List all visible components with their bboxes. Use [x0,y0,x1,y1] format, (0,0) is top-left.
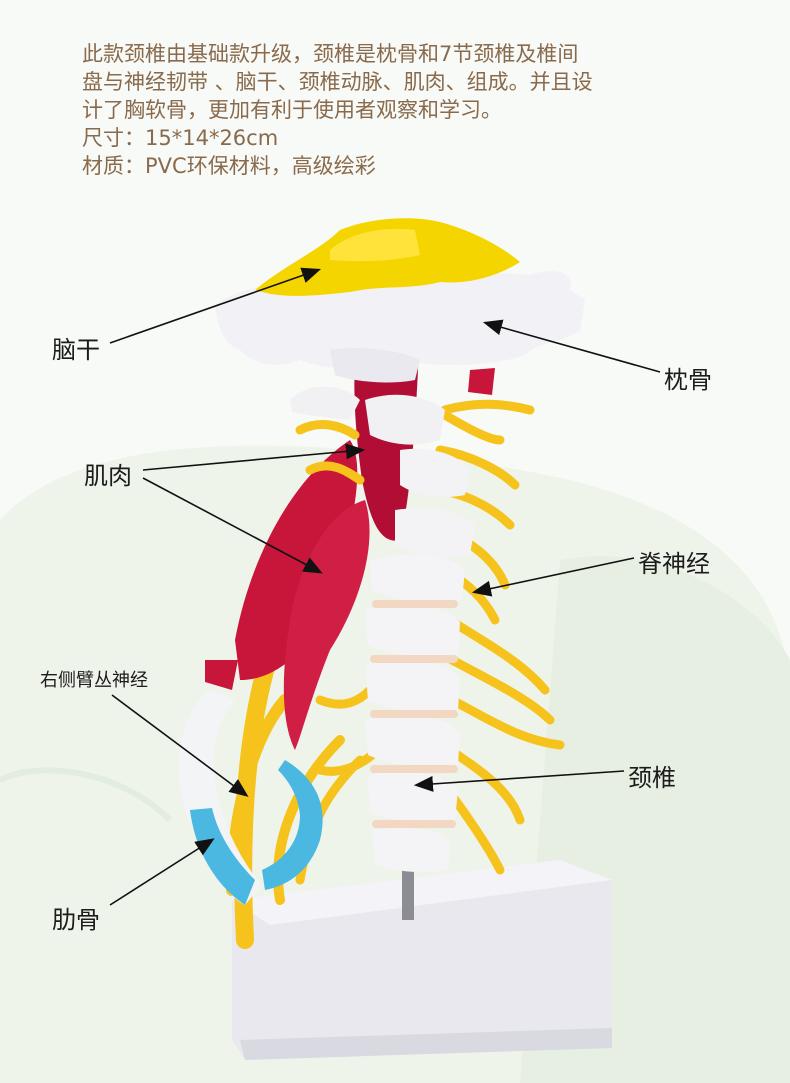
display-base [232,860,612,1060]
product-description: 此款颈椎由基础款升级，颈椎是枕骨和7节颈椎及椎间 盘与神经韧带 、脑干、颈椎动脉… [82,40,682,180]
brainstem [255,218,520,296]
label-brainstem: 脑干 [52,336,100,364]
size-line: 尺寸：15*14*26cm [82,126,279,150]
label-brachial-plexus: 右侧臂丛神经 [40,670,148,691]
description-line: 计了胸软骨，更加有利于使用者观察和学习。 [82,98,502,122]
annotation-arrows [109,267,661,906]
cervical-vertebrae [290,386,475,872]
material-line: 材质：PVC环保材料，高级绘彩 [82,154,376,178]
label-cervical-vertebrae: 颈椎 [628,764,676,792]
description-line: 盘与神经韧带 、脑干、颈椎动脉、肌肉、组成。并且设 [82,70,593,94]
label-rib: 肋骨 [52,906,100,934]
label-occipital-bone: 枕骨 [664,366,712,394]
label-muscle: 肌肉 [84,462,132,490]
label-spinal-nerve: 脊神经 [638,550,710,578]
rib-cartilage [178,690,323,905]
description-line: 此款颈椎由基础款升级，颈椎是枕骨和7节颈椎及椎间 [82,42,579,66]
